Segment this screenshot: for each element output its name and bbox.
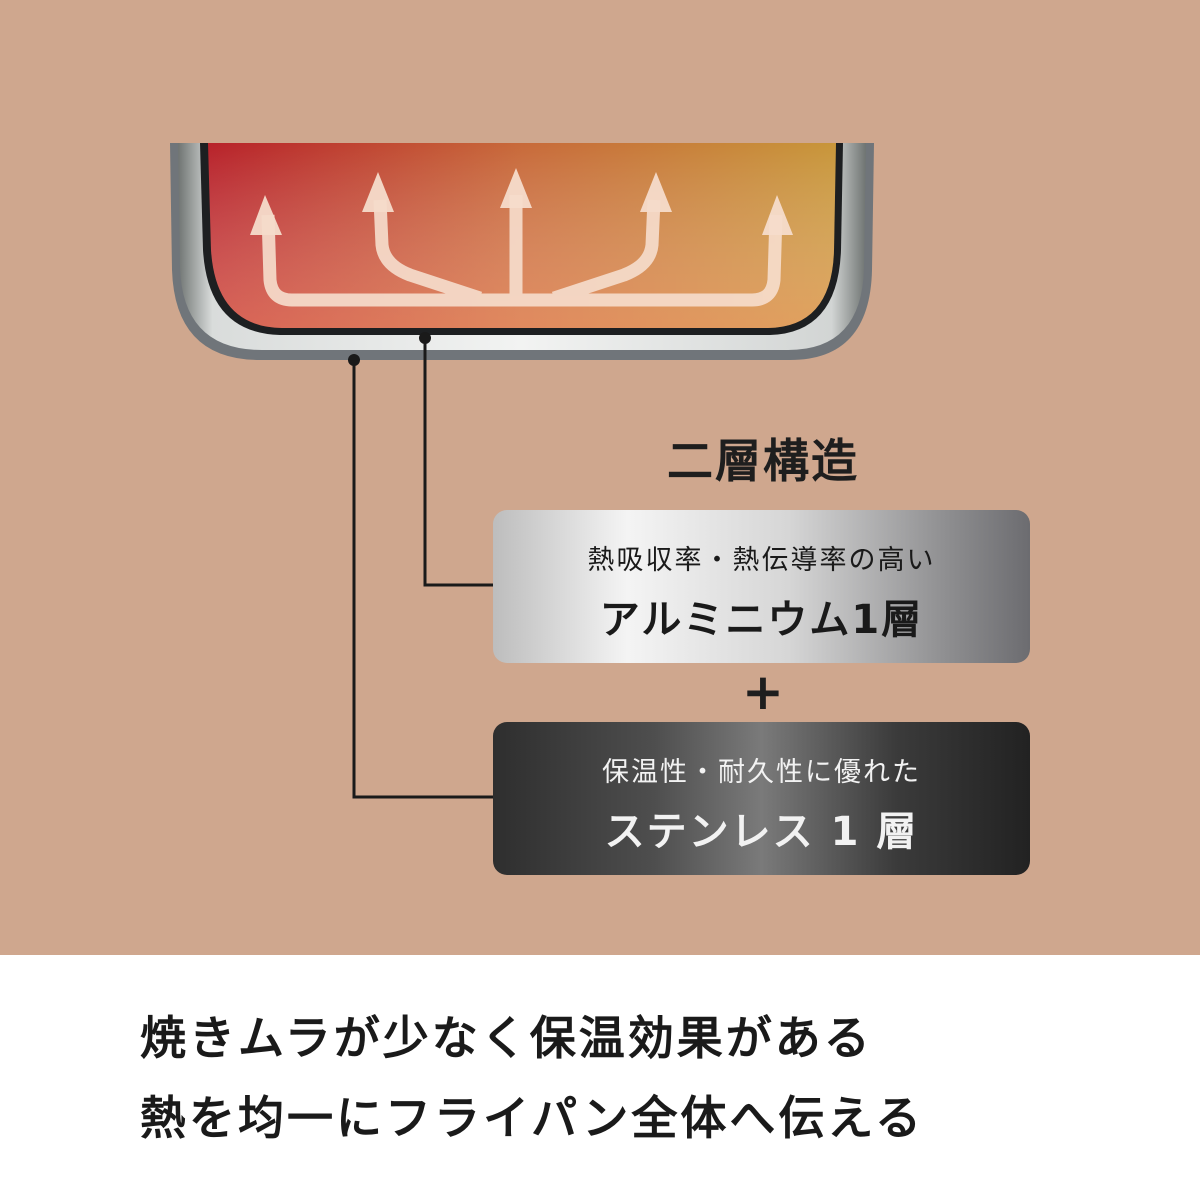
- stainless-layer-name: ステンレス 1 層: [604, 809, 919, 855]
- stainless-layer-description: 保温性・耐久性に優れた: [602, 757, 921, 788]
- pan-cross-section: [170, 143, 874, 799]
- aluminum-layer-description: 熱吸収率・熱伝導率の高い: [587, 545, 936, 576]
- stainless-layer-label: 保温性・耐久性に優れた ステンレス 1 層: [493, 722, 1030, 875]
- stainless-pointer-dot: [348, 354, 360, 366]
- plus-sign: +: [742, 663, 784, 721]
- diagram-title: 二層構造: [667, 434, 859, 488]
- aluminum-pointer-dot: [419, 332, 431, 344]
- heat-arrows-icon: [261, 195, 783, 307]
- leader-lines: [352, 338, 493, 799]
- caption-line-2: 熱を均一にフライパン全体へ伝える: [140, 1091, 924, 1145]
- aluminum-layer-name: アルミニウム1層: [599, 597, 924, 643]
- caption-line-1: 焼きムラが少なく保温効果がある: [140, 1011, 873, 1065]
- aluminum-layer-label: 熱吸収率・熱伝導率の高い アルミニウム1層: [493, 510, 1030, 663]
